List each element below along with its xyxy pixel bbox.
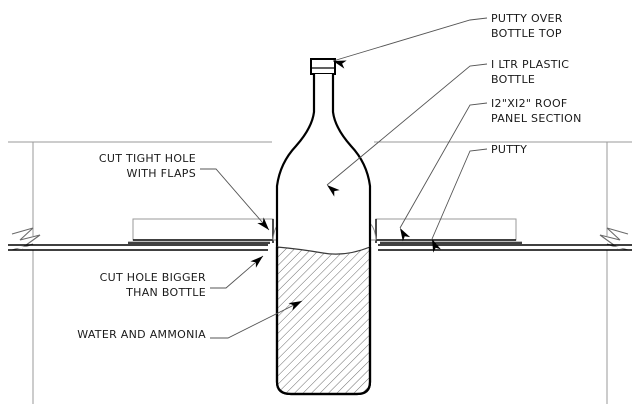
arrowhead-cut-hole-bigger-than-bottle <box>250 256 263 268</box>
roof-structure <box>8 141 632 404</box>
arrowhead-water-and-ammonia <box>288 301 302 311</box>
bottle-lower-outline <box>275 247 372 396</box>
annotation-water-and-ammonia: WATER AND AMMONIA <box>77 300 303 341</box>
leader-line-water-and-ammonia <box>210 300 303 339</box>
arrowhead-putty-over-bottle-top <box>333 60 347 69</box>
roof-panel-right <box>375 218 522 244</box>
leader-line-cut-hole-bigger-than-bottle <box>210 255 264 289</box>
leader-line-putty <box>431 148 488 240</box>
break-line-right <box>599 227 629 251</box>
annotation-putty: PUTTY <box>431 143 527 253</box>
ceiling-slab-right <box>378 244 632 251</box>
arrowhead-roof-panel-section <box>400 228 411 242</box>
arrowhead-putty <box>432 239 441 253</box>
ceiling-slab-left <box>8 244 268 251</box>
label-water-and-ammonia: WATER AND AMMONIA <box>77 328 206 341</box>
arrowhead-cut-tight-hole-with-flaps <box>257 217 269 230</box>
leader-line-roof-panel-section <box>399 102 488 229</box>
label-putty: PUTTY <box>491 143 527 156</box>
roof-panel-left <box>128 218 274 244</box>
break-line-left <box>11 227 41 251</box>
leader-line-cut-tight-hole-with-flaps <box>200 168 270 231</box>
liquid-surface <box>276 246 371 255</box>
leader-line-one-litre-plastic-bottle <box>326 63 488 186</box>
leader-line-putty-over-bottle-top <box>332 17 488 62</box>
arrowhead-one-litre-plastic-bottle <box>327 185 340 197</box>
liquid-water-ammonia <box>277 247 370 394</box>
bottle-cap-putty <box>310 58 336 75</box>
